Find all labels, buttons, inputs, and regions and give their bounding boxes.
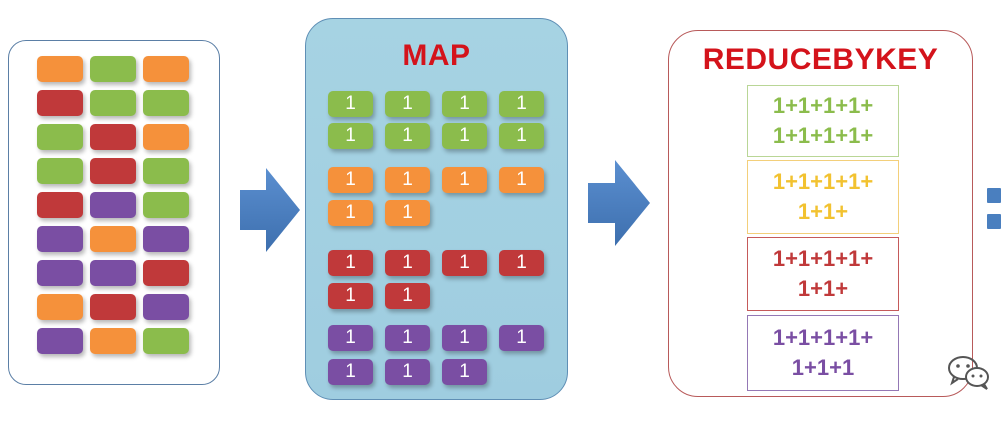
result-line: 1+1+1 <box>791 355 855 380</box>
reduce-panel: REDUCEBYKEY 1+1+1+1+ 1+1+1+1+ 1+1+1+1+ 1… <box>668 30 973 397</box>
map-tile-purple: 1 <box>385 325 430 351</box>
input-block-purple <box>90 260 136 286</box>
map-tile-orange: 1 <box>499 167 544 193</box>
map-tile-green: 1 <box>328 123 373 149</box>
result-line: 1+1+1+1+ <box>772 169 874 194</box>
input-block-red <box>90 158 136 184</box>
input-block-red <box>37 90 83 116</box>
right-arrow-icon <box>588 160 650 246</box>
map-tile-green: 1 <box>328 91 373 117</box>
input-block-red <box>90 294 136 320</box>
result-line: 1+1+1+1+ <box>772 325 874 350</box>
input-block-green <box>90 90 136 116</box>
input-block-orange <box>143 124 189 150</box>
map-tile-red: 1 <box>499 250 544 276</box>
reduce-title: REDUCEBYKEY <box>702 43 939 76</box>
input-block-green <box>143 328 189 354</box>
input-block-green <box>37 158 83 184</box>
input-block-green <box>143 192 189 218</box>
input-block-green <box>37 124 83 150</box>
map-tile-green: 1 <box>499 123 544 149</box>
next-arrow-partial <box>987 188 1001 234</box>
map-tile-red: 1 <box>328 283 373 309</box>
input-block-green <box>143 158 189 184</box>
input-block-orange <box>90 328 136 354</box>
input-block-orange <box>37 56 83 82</box>
input-block-orange <box>37 294 83 320</box>
input-block-orange <box>143 56 189 82</box>
map-tile-orange: 1 <box>385 167 430 193</box>
map-tile-green: 1 <box>442 123 487 149</box>
input-block-green <box>90 56 136 82</box>
result-box-green: 1+1+1+1+ 1+1+1+1+ <box>747 85 899 157</box>
right-arrow-icon <box>240 168 300 252</box>
input-block-purple <box>143 294 189 320</box>
result-box-red: 1+1+1+1+ 1+1+ <box>747 237 899 311</box>
map-tile-orange: 1 <box>328 200 373 226</box>
result-line: 1+1+1+1+ <box>772 246 874 271</box>
map-title: MAP <box>402 39 471 72</box>
input-block-red <box>143 260 189 286</box>
result-line: 1+1+ <box>797 199 849 224</box>
input-block-purple <box>37 260 83 286</box>
map-tile-green: 1 <box>499 91 544 117</box>
result-box-orange: 1+1+1+1+ 1+1+ <box>747 160 899 234</box>
input-block-red <box>90 124 136 150</box>
result-line: 1+1+1+1+ <box>772 93 874 118</box>
result-line: 1+1+1+1+ <box>772 123 874 148</box>
input-block-purple <box>37 226 83 252</box>
map-tile-red: 1 <box>442 250 487 276</box>
map-tile-purple: 1 <box>499 325 544 351</box>
map-tile-purple: 1 <box>328 359 373 385</box>
map-tile-red: 1 <box>328 250 373 276</box>
input-panel <box>8 40 220 385</box>
map-tile-red: 1 <box>385 250 430 276</box>
map-tile-orange: 1 <box>385 200 430 226</box>
result-box-purple: 1+1+1+1+ 1+1+1 <box>747 315 899 391</box>
map-tile-purple: 1 <box>385 359 430 385</box>
map-tile-orange: 1 <box>328 167 373 193</box>
input-block-purple <box>90 192 136 218</box>
input-block-purple <box>143 226 189 252</box>
wechat-icon <box>948 356 989 390</box>
map-tile-purple: 1 <box>442 359 487 385</box>
input-block-green <box>143 90 189 116</box>
map-tile-purple: 1 <box>442 325 487 351</box>
input-block-orange <box>90 226 136 252</box>
input-block-purple <box>37 328 83 354</box>
result-line: 1+1+ <box>797 276 849 301</box>
map-tile-orange: 1 <box>442 167 487 193</box>
input-block-red <box>37 192 83 218</box>
map-tile-purple: 1 <box>328 325 373 351</box>
map-tile-green: 1 <box>442 91 487 117</box>
map-tile-green: 1 <box>385 91 430 117</box>
map-tile-red: 1 <box>385 283 430 309</box>
map-tile-green: 1 <box>385 123 430 149</box>
